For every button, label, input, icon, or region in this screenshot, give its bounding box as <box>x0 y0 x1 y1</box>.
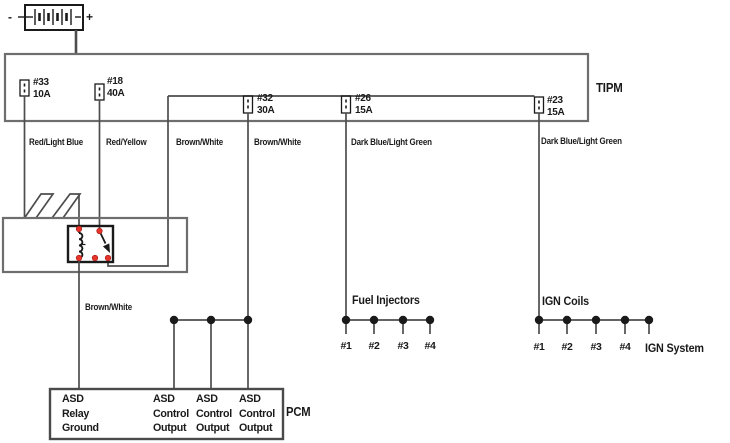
battery-minus-label: - <box>8 10 12 24</box>
fuse-icon-32 <box>242 95 254 114</box>
relay-pin <box>91 254 99 262</box>
ign-system-label: IGN System <box>645 341 704 355</box>
asd-relay-icon <box>66 224 115 264</box>
fuse-32-rating: 30A <box>257 104 275 116</box>
fuse-33-rating: 10A <box>33 88 51 100</box>
fuse-26-id: #26 <box>355 92 371 104</box>
relay-coil-icon <box>78 232 84 259</box>
junction-dot <box>425 315 435 325</box>
ign-coil-bus <box>534 315 654 334</box>
wire-label-dark-blue-light-green-1: Dark Blue/Light Green <box>351 137 432 147</box>
ign-coil-4-label: #4 <box>619 341 631 353</box>
fuse-23-id: #23 <box>547 94 563 106</box>
injector-2-label: #2 <box>368 340 380 352</box>
ign-coil-1-label: #1 <box>533 341 545 353</box>
wire-label-dark-blue-light-green-2: Dark Blue/Light Green <box>541 136 622 146</box>
injector-3-label: #3 <box>397 340 409 352</box>
battery-plus-label: + <box>86 10 94 24</box>
fuse-icon-18 <box>94 83 105 101</box>
pcm-label: PCM <box>286 405 311 419</box>
pcm-pin-asd-control-2: ASD Control Output <box>196 393 232 435</box>
pcm-pin-asd-relay-ground: ASD Relay Ground <box>62 393 99 435</box>
fuse-32-id: #32 <box>257 92 273 104</box>
junction-dot <box>620 315 630 325</box>
relay-pin <box>75 254 83 262</box>
asd-control-bus <box>169 315 253 389</box>
ign-coils-title: IGN Coils <box>542 294 589 308</box>
junction-dot <box>534 315 544 325</box>
relay-winding-icon <box>23 193 82 229</box>
fuse-23-rating: 15A <box>547 106 565 118</box>
asd-relay-outer-box <box>1 216 189 274</box>
tipm-label: TIPM <box>596 80 623 95</box>
fuse-icon-33 <box>19 79 30 97</box>
relay-switch-icon <box>98 230 110 253</box>
relay-pin <box>104 254 112 262</box>
tipm-box <box>3 52 590 123</box>
junction-dot <box>243 315 253 325</box>
junction-dot <box>398 315 408 325</box>
relay-pin <box>96 227 103 235</box>
injector-4-label: #4 <box>424 340 436 352</box>
pcm-pin-asd-control-3: ASD Control Output <box>239 393 275 435</box>
wire-label-brown-white-2: Brown/White <box>254 137 301 147</box>
wire-label-brown-white-ground: Brown/White <box>85 302 132 312</box>
fuse-icon-23 <box>533 96 545 114</box>
junction-dot <box>206 315 216 325</box>
junction-dot <box>562 315 572 325</box>
fuse-icon-26 <box>340 95 352 114</box>
fuse-18-id: #18 <box>107 75 123 87</box>
injector-1-label: #1 <box>340 340 352 352</box>
junction-dot <box>369 315 379 325</box>
wire-label-red-yellow: Red/Yellow <box>106 137 147 147</box>
wire-label-brown-white-1: Brown/White <box>176 137 223 147</box>
battery-icon <box>18 4 84 31</box>
fuse-18-rating: 40A <box>107 87 125 99</box>
ign-coil-2-label: #2 <box>561 341 573 353</box>
fuel-injectors-title: Fuel Injectors <box>352 293 420 307</box>
relay-pin <box>75 225 83 233</box>
junction-dot <box>169 315 179 325</box>
ign-coil-3-label: #3 <box>590 341 602 353</box>
pcm-pin-asd-control-1: ASD Control Output <box>153 393 189 435</box>
fuse-26-rating: 15A <box>355 104 373 116</box>
fuse-33-id: #33 <box>33 76 49 88</box>
junction-dot <box>644 315 654 325</box>
junction-dot <box>341 315 351 325</box>
wire-label-red-light-blue: Red/Light Blue <box>29 137 84 147</box>
fuel-injector-bus <box>341 315 435 334</box>
pcm-box <box>48 387 285 441</box>
junction-dot <box>591 315 601 325</box>
